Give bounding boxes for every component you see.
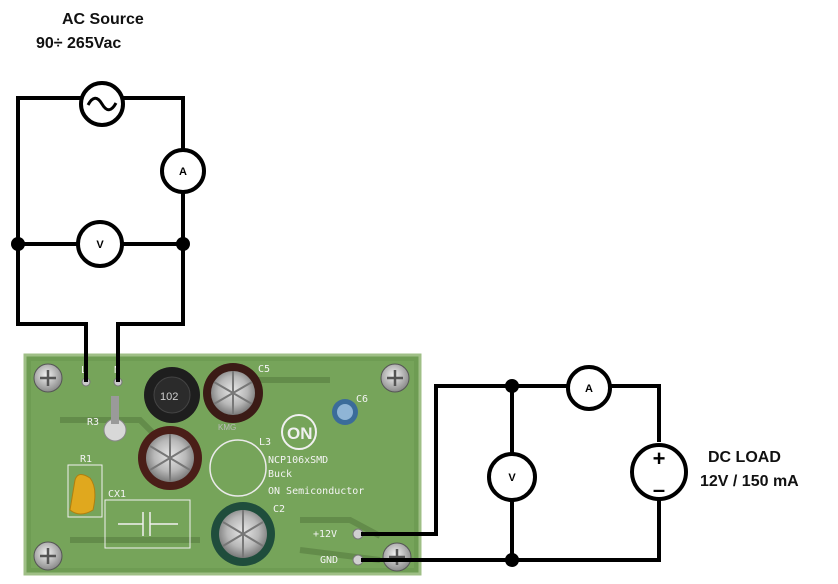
resistor-r1 — [69, 474, 96, 515]
r1-outline — [67, 464, 103, 518]
c5-label: C5 — [258, 364, 270, 375]
ac-wiring — [16, 96, 185, 382]
maker-label: ON Semiconductor — [268, 486, 364, 497]
dc-load-symbol: + – — [630, 443, 688, 502]
ac-source-symbol — [79, 81, 125, 127]
load-plus-sign: + — [653, 446, 666, 471]
on-logo-text: ON — [287, 424, 313, 443]
load-minus-sign: – — [653, 477, 665, 502]
mounting-screw — [382, 542, 412, 572]
on-semiconductor-logo: ON — [281, 414, 317, 450]
capacitor-c2: C2 — [211, 502, 285, 566]
c2-label: C2 — [273, 504, 285, 515]
capacitor-input — [138, 426, 202, 490]
pcb-board: L N 102 KMG C5 C6 ON L3 — [23, 353, 422, 576]
junction-node — [176, 237, 190, 251]
out-positive-label: +12V — [313, 529, 337, 540]
ac-source-title: AC Source — [62, 11, 144, 28]
capacitor-c5: KMG C5 — [203, 363, 270, 432]
capacitor-cx1-outline — [104, 499, 191, 549]
ac-voltmeter: V — [76, 220, 124, 268]
mounting-screw — [380, 363, 410, 393]
ammeter-symbol: A — [179, 166, 187, 178]
inductor-component: 102 — [144, 367, 200, 423]
r1-label: R1 — [80, 454, 92, 465]
cap-brand: KMG — [218, 423, 236, 432]
voltmeter-symbol: V — [508, 472, 516, 484]
mounting-screw — [33, 541, 63, 571]
ammeter-symbol: A — [585, 383, 593, 395]
junction-node — [505, 379, 519, 393]
l3-footprint — [209, 439, 267, 497]
dc-load-rating: 12V / 150 mA — [700, 473, 799, 490]
mounting-screw — [33, 363, 63, 393]
dc-voltmeter: V — [487, 452, 537, 502]
cx1-label: CX1 — [108, 489, 126, 500]
r3-label: R3 — [87, 417, 99, 428]
topology-label: Buck — [268, 469, 292, 480]
out-ground-label: GND — [320, 555, 338, 566]
dc-load-title: DC LOAD — [708, 449, 781, 466]
inductor-marking: 102 — [160, 391, 178, 403]
dc-wiring — [361, 384, 661, 562]
dc-ammeter: A — [566, 365, 612, 411]
ac-source-range: 90÷ 265Vac — [36, 35, 122, 52]
l3-label: L3 — [259, 437, 271, 448]
resistor-r3 — [103, 396, 127, 442]
capacitor-c6: C6 — [332, 394, 368, 425]
chip-name: NCP106xSMD — [268, 455, 328, 466]
junction-node — [505, 553, 519, 567]
voltmeter-symbol: V — [96, 239, 104, 251]
c6-label: C6 — [356, 394, 368, 405]
ac-ammeter: A — [160, 148, 206, 194]
junction-node — [11, 237, 25, 251]
